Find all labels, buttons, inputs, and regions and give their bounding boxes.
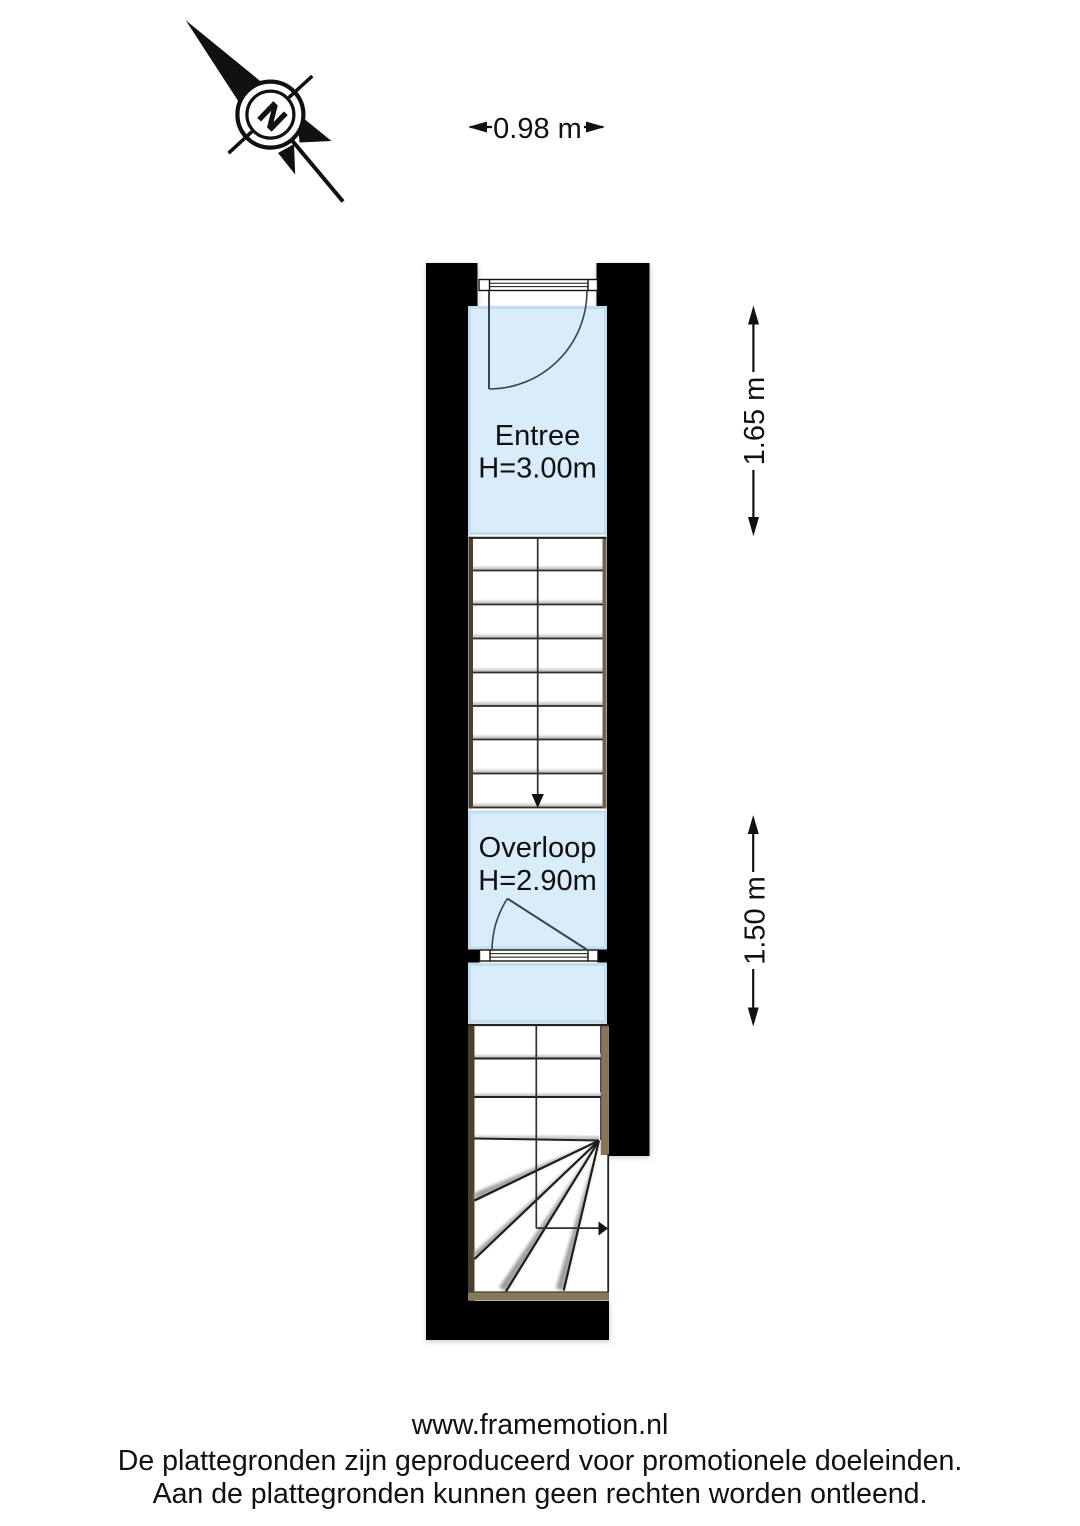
svg-text:De plattegronden zijn geproduc: De plattegronden zijn geproduceerd voor … bbox=[118, 1445, 963, 1477]
svg-text:1.65 m: 1.65 m bbox=[739, 377, 771, 466]
svg-text:Overloop: Overloop bbox=[479, 832, 597, 864]
svg-text:Entree: Entree bbox=[495, 420, 580, 452]
svg-text:H=2.90m: H=2.90m bbox=[478, 865, 596, 897]
svg-text:www.framemotion.nl: www.framemotion.nl bbox=[411, 1409, 669, 1441]
svg-text:0.98 m: 0.98 m bbox=[493, 113, 582, 145]
svg-text:1.50 m: 1.50 m bbox=[740, 876, 772, 965]
svg-text:Aan de plattegronden kunnen ge: Aan de plattegronden kunnen geen rechten… bbox=[153, 1478, 928, 1510]
svg-text:H=3.00m: H=3.00m bbox=[478, 453, 596, 485]
